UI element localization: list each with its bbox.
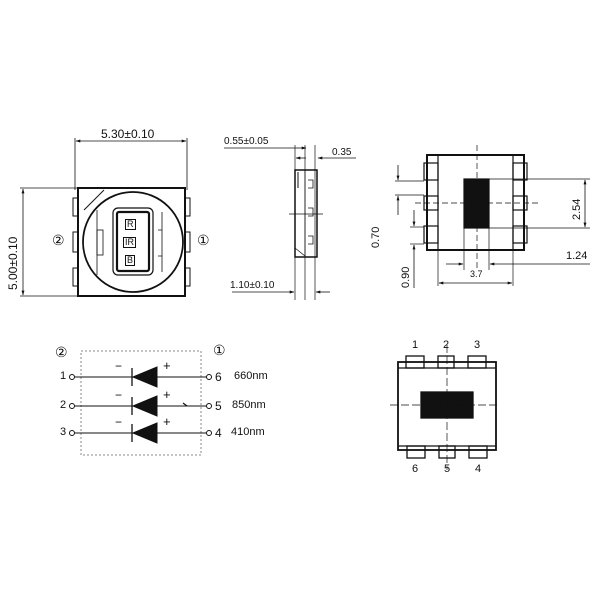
- front-height-dimension: 5.00±0.10: [6, 236, 20, 290]
- wavelength-850: 850nm: [232, 399, 266, 411]
- schematic-pin-2: 2: [60, 399, 67, 411]
- chip-label-r: R: [125, 219, 136, 230]
- schematic-pin-3: 3: [60, 426, 67, 438]
- front-width-dimension: 5.30±0.10: [101, 127, 155, 141]
- pinout-top-pin-1: 1: [412, 339, 419, 351]
- pad-width-dimension: 3.7: [470, 269, 483, 279]
- front-right-marker: ①: [197, 232, 210, 248]
- pad-layout: [395, 145, 590, 288]
- chip-label-b: B: [125, 255, 136, 266]
- pad-left-dimension-2: 0.90: [400, 266, 412, 288]
- schematic-right-marker: ①: [213, 342, 226, 358]
- front-left-marker: ②: [52, 232, 65, 248]
- pinout-bottom-pin-4: 4: [475, 463, 482, 475]
- front-view: [20, 138, 191, 297]
- anode-sign-2: +: [163, 387, 171, 402]
- side-view: [224, 145, 356, 300]
- pinout-top-pin-2: 2: [443, 339, 450, 351]
- pinout-top-pin-3: 3: [474, 339, 481, 351]
- pinout-view: [390, 345, 500, 470]
- chip-label-ir: IR: [123, 237, 136, 248]
- cathode-sign-2: −: [115, 388, 123, 402]
- schematic-left-marker: ②: [55, 344, 68, 360]
- anode-sign-1: +: [163, 358, 171, 373]
- schematic: [69, 350, 212, 456]
- cathode-sign-1: −: [115, 359, 123, 373]
- anode-sign-3: +: [163, 414, 171, 429]
- pinout-bottom-pin-6: 6: [412, 463, 419, 475]
- schematic-pin-6: 6: [215, 370, 222, 384]
- wavelength-410: 410nm: [231, 426, 265, 438]
- schematic-pin-4: 4: [215, 426, 222, 440]
- schematic-pin-1: 1: [60, 370, 67, 382]
- schematic-pin-5: 5: [215, 399, 222, 413]
- pad-left-dimension-1: 0.70: [370, 226, 382, 248]
- cathode-sign-3: −: [115, 415, 123, 429]
- side-right-dimension: 0.35: [332, 147, 352, 158]
- wavelength-660: 660nm: [234, 370, 268, 382]
- side-bottom-dimension: 1.10±0.10: [230, 280, 275, 291]
- side-top-dimension: 0.55±0.05: [224, 136, 269, 147]
- pinout-bottom-pin-5: 5: [444, 463, 451, 475]
- pad-pitch-dimension: 2.54: [571, 198, 583, 220]
- pad-right-dimension: 1.24: [566, 250, 588, 262]
